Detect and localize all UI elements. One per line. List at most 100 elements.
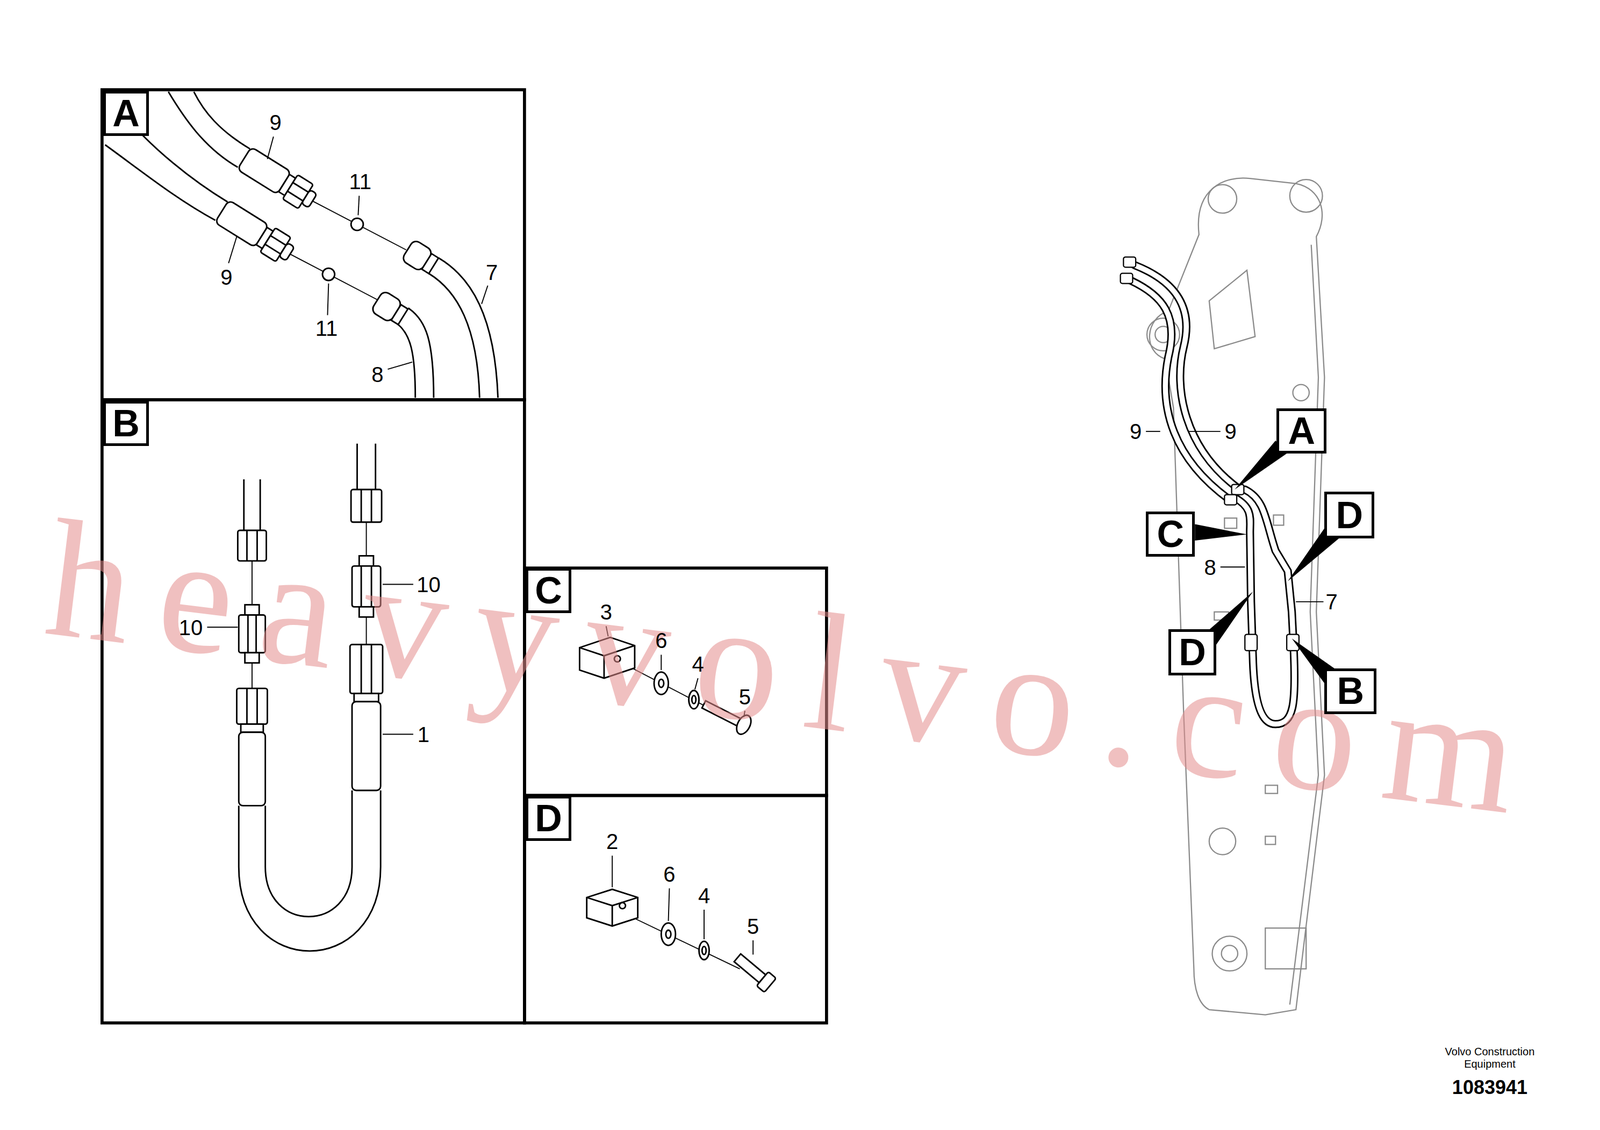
- hose-fitting: [236, 146, 320, 214]
- callout-number: 2: [606, 830, 619, 853]
- view-letter: B: [1337, 672, 1365, 710]
- callout-number: 10: [416, 574, 441, 596]
- panel-frame: [524, 795, 827, 1023]
- hose-fitting: [391, 304, 408, 325]
- arm-hose: [1123, 256, 1136, 268]
- clamp-part: [586, 897, 638, 927]
- arm-outline: [1273, 514, 1284, 526]
- hose-fitting: [270, 235, 286, 246]
- clamp-part: [619, 902, 626, 909]
- hose-line: [105, 145, 216, 221]
- clamp-part: [699, 941, 710, 960]
- view-letter: D: [1336, 496, 1364, 535]
- clamp-part: [734, 953, 766, 984]
- hose-line: [105, 91, 499, 398]
- arm-outline: [1265, 836, 1276, 845]
- company-name: Volvo Construction Equipment: [1436, 1045, 1544, 1071]
- drawing-number: 1083941: [1452, 1078, 1528, 1098]
- hose-fitting: [350, 218, 364, 231]
- hose-fitting: [214, 199, 298, 267]
- hose-fitting: [322, 268, 335, 281]
- pipe-fitting: [246, 688, 248, 724]
- leader-line: [267, 136, 274, 160]
- callout-number: 4: [692, 653, 705, 676]
- view-letter: C: [534, 571, 563, 610]
- view-callout-box: B: [1324, 668, 1377, 715]
- leader-line: [387, 362, 413, 370]
- view-letter: D: [534, 799, 563, 838]
- assembly-line: [289, 201, 406, 300]
- callout-pointer: [1194, 524, 1247, 541]
- arm-outline: [1212, 936, 1248, 972]
- hose-fitting: [287, 191, 304, 202]
- hose-fitting: [421, 253, 439, 274]
- clamp-part: [756, 971, 777, 993]
- pipe-fitting: [256, 688, 258, 724]
- callout-number: 8: [1204, 556, 1217, 579]
- view-callout-box: C: [1145, 511, 1195, 557]
- callout-number: 11: [315, 317, 339, 340]
- callout-number: 11: [348, 170, 372, 193]
- leader-line: [1295, 601, 1324, 603]
- pipe-fitting: [370, 489, 373, 523]
- view-callout-box: A: [1276, 408, 1327, 454]
- pipe-fitting: [352, 701, 381, 791]
- callout-number: 5: [747, 915, 759, 938]
- callout-number: 9: [220, 266, 233, 289]
- callout-number: 3: [600, 601, 613, 623]
- clamp-part: [731, 950, 777, 993]
- pipe-line: [374, 443, 377, 490]
- pipe-fitting: [238, 732, 265, 807]
- callout-number: 9: [1129, 420, 1142, 443]
- callout-number: 5: [738, 686, 751, 708]
- callout-number: 7: [1325, 591, 1338, 613]
- callout-number: 7: [485, 261, 498, 284]
- leader-line: [357, 195, 360, 215]
- callout-number: 6: [663, 863, 676, 886]
- hose-line: [428, 273, 480, 399]
- arm-outline: [1146, 177, 1325, 1015]
- view-callout-box: D: [1324, 491, 1375, 539]
- clamp-part: [661, 923, 676, 946]
- callout-number: 8: [371, 363, 384, 386]
- leader-line: [1145, 431, 1161, 433]
- leader-line: [611, 855, 613, 888]
- arm-outline: [1293, 384, 1310, 401]
- leader-line: [703, 909, 705, 940]
- hose-fitting: [264, 244, 281, 255]
- arm-outline: [1209, 270, 1255, 349]
- leader-line: [1187, 431, 1221, 433]
- leader-line: [752, 940, 754, 956]
- view-letter: A: [112, 94, 140, 133]
- pipe-fitting: [350, 489, 382, 523]
- hose-line: [194, 91, 250, 149]
- arm-outline: [1208, 184, 1237, 214]
- pipe-fitting: [236, 688, 268, 724]
- panel-frame: [102, 89, 525, 400]
- hose-line: [168, 91, 238, 168]
- pipe-line: [238, 790, 381, 952]
- hose-fitting: [292, 182, 309, 193]
- arm-outline: [1221, 945, 1238, 962]
- view-callout-box: D: [1168, 629, 1217, 676]
- leader-line: [481, 285, 488, 304]
- hose-fitting: [278, 242, 295, 262]
- clamp-part: [586, 889, 638, 927]
- leader-line: [668, 888, 670, 922]
- leader-line: [327, 283, 329, 316]
- view-tag: D: [525, 795, 572, 842]
- hose-fitting: [214, 146, 441, 328]
- view-letter: A: [1287, 412, 1316, 450]
- clamp-part: [701, 946, 707, 955]
- view-letter: C: [1156, 515, 1185, 554]
- assembly-line: [289, 254, 378, 300]
- arm-outline: [1289, 179, 1323, 213]
- pipe-line: [356, 443, 358, 490]
- callout-number: 1: [417, 723, 430, 746]
- arm-outline: [1149, 177, 1325, 1015]
- arm-outline: [1224, 518, 1237, 529]
- hose-fitting: [301, 189, 318, 208]
- view-letter: B: [112, 404, 140, 443]
- view-tag: C: [525, 568, 572, 614]
